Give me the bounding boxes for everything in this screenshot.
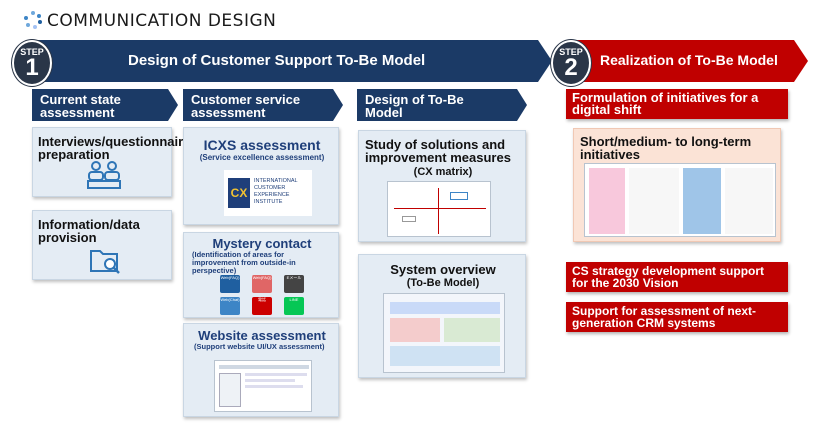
channel-label: Web(Chat) [220,297,240,302]
solutions-subtitle: (CX matrix) [413,166,473,178]
mystery-card: Mystery contact (Identification of areas… [183,232,339,318]
channel-tile-web-chat: Web(Chat) [220,297,240,315]
brand-name: COMMUNICATION DESIGN [47,11,277,31]
system-diagram-thumb [383,293,505,373]
cs-strategy-label: CS strategy development support for the … [566,262,788,292]
solutions-title: Study of solutions and improvement measu… [365,137,511,165]
channel-label: 電話 [258,297,266,302]
initiatives-card: Short/medium- to long-term initiatives [573,128,781,242]
system-overview-card: System overview (To-Be Model) [358,254,526,378]
brand-logo-icon [24,11,42,29]
icxs-subtitle: (Service excellence assessment) [199,153,325,162]
cs-header-shape [183,89,343,121]
channel-tile-web-faq-2: Web(FAQ) [252,275,272,293]
interviews-title: Interviews/questionnaire preparation [38,134,191,162]
step1-number: 1 [25,54,39,81]
interviews-card: Interviews/questionnaire preparation [32,127,191,197]
mystery-subtitle: (Identification of areas for improvement… [192,250,296,275]
step1-banner [30,40,552,82]
step2-number: 2 [564,54,578,81]
step2-title: Realization of To-Be Model [600,52,778,68]
channel-tile-phone: 電話 [252,297,272,315]
cs-header: Customer service assessment [191,92,301,120]
system-overview-title: System overview [390,262,496,277]
channel-tile-web-faq: Web(FAQ) [220,275,240,293]
website-title: Website assessment [198,328,326,343]
design-header: Design of To-Be Model [365,92,464,120]
website-card: Website assessment (Support website UI/U… [183,323,339,417]
step1-badge: STEP 1 [12,40,52,86]
icxs-card: ICXS assessment (Service excellence asse… [183,127,339,225]
step2-badge: STEP 2 [551,40,591,86]
info-data-card: Information/data provision [32,210,172,280]
folder-search-icon [90,250,120,274]
design-header-shape [357,89,527,121]
icxs-title: ICXS assessment [203,137,321,153]
system-overview-subtitle: (To-Be Model) [406,277,480,289]
realization-header: Formulation of initiatives for a digital… [566,89,788,119]
channel-label: Eメール [286,275,302,280]
step1-title: Design of Customer Support To-Be Model [128,52,426,69]
channel-label: Web(FAQ) [220,275,240,280]
channel-label: LINE [289,297,299,302]
icxs-logo-text: INTERNATIONAL CUSTOMER EXPERIENCE INSTIT… [254,178,298,205]
current-header-shape [32,89,178,121]
info-data-title: Information/data provision [38,217,140,245]
mystery-title: Mystery contact [212,236,312,251]
initiatives-table-thumb [584,163,776,237]
step2-banner [568,40,808,82]
icxs-logo: CX INTERNATIONAL CUSTOMER EXPERIENCE INS… [224,170,312,216]
cx-matrix-thumb [387,181,491,237]
website-screenshot-thumb [214,360,312,412]
initiatives-title: Short/medium- to long-term initiatives [580,134,752,162]
current-header: Current state assessment [40,92,121,120]
people-meeting-icon [87,161,121,189]
channel-tile-email: Eメール [284,275,304,293]
channel-label: Web(FAQ) [252,275,272,280]
channel-tile-line: LINE [284,297,304,315]
cx-logo-mark: CX [228,178,250,208]
crm-assessment-label: Support for assessment of next-generatio… [566,302,788,332]
solutions-card: Study of solutions and improvement measu… [358,130,526,242]
step2-word: STEP [559,47,583,57]
step1-word: STEP [20,47,44,57]
website-subtitle: (Support website UI/UX assessment) [194,342,325,351]
